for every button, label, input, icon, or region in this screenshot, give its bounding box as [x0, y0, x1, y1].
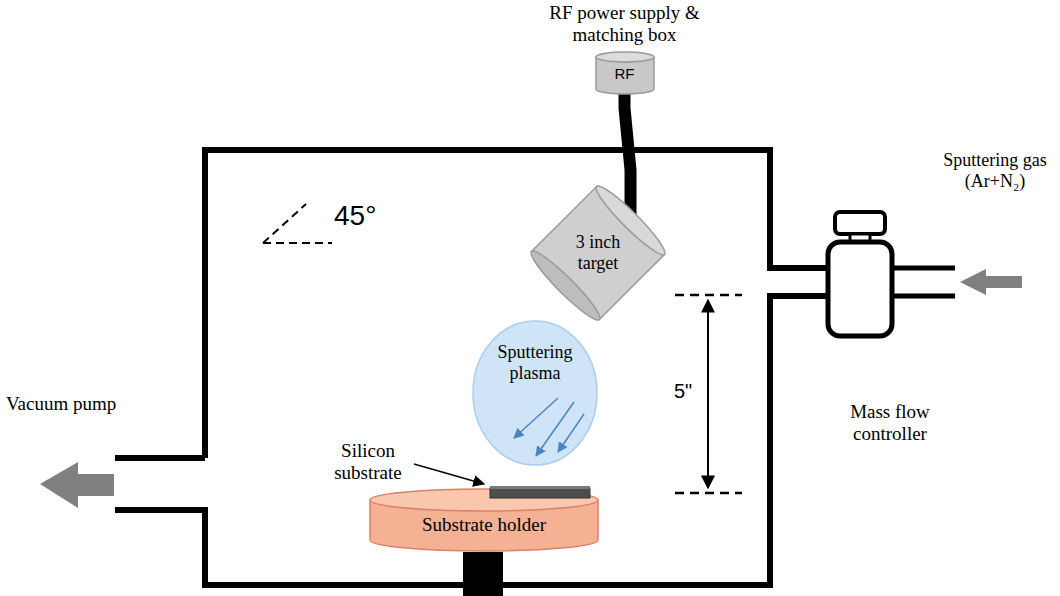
holder-post	[463, 552, 503, 596]
sputter-target: 3 inch target	[523, 178, 673, 328]
mass-flow-controller: Mass flow controller	[822, 210, 958, 445]
sputter-flux-arrow	[536, 402, 574, 456]
silicon-wafer	[490, 488, 590, 498]
holder-top	[370, 489, 598, 511]
rf-caption: RF power supply & matching box	[537, 2, 712, 46]
plasma-cloud	[473, 321, 597, 465]
sputter-flux-arrow	[558, 414, 584, 452]
gas-pipe	[892, 294, 955, 299]
holder-label: Substrate holder	[368, 514, 600, 536]
substrate-label: Silicon substrate	[322, 440, 414, 484]
rf-power-supply: RF power supply & matching boxRF	[537, 2, 712, 94]
rf-box-top	[596, 52, 654, 62]
sputtering-plasma: Sputtering plasma	[470, 318, 600, 468]
pump-label: Vacuum pump	[6, 393, 146, 415]
vacuum-outflow-arrow	[40, 462, 114, 508]
rf-cable	[625, 94, 631, 178]
dimension-arrow	[707, 300, 709, 488]
gas-inflow-arrow	[960, 269, 1022, 295]
leader-line	[414, 464, 484, 484]
target-label: 3 inch target	[567, 232, 629, 273]
substrate-holder: Substrate holder	[368, 484, 600, 552]
gas-pipe	[892, 266, 955, 271]
angle-label: 45°	[334, 200, 404, 232]
dimension-tick	[675, 295, 742, 493]
sputter-flux-arrow	[514, 398, 558, 438]
chamber-wall	[115, 150, 828, 585]
angle-indicator	[263, 204, 332, 243]
mfc-label: Mass flow controller	[840, 401, 940, 445]
silicon-wafer-top	[490, 486, 590, 489]
plasma-label: Sputtering plasma	[487, 342, 583, 383]
dimension-label: 5"	[674, 380, 704, 403]
rf-box-label: RF	[599, 58, 651, 90]
sputtering-plasma-outline	[470, 318, 600, 468]
gas-label: Sputtering gas (Ar+N₂)	[934, 150, 1056, 191]
mfc-cap	[835, 212, 885, 234]
mfc-body	[828, 242, 892, 336]
target-cylinder	[532, 187, 665, 320]
